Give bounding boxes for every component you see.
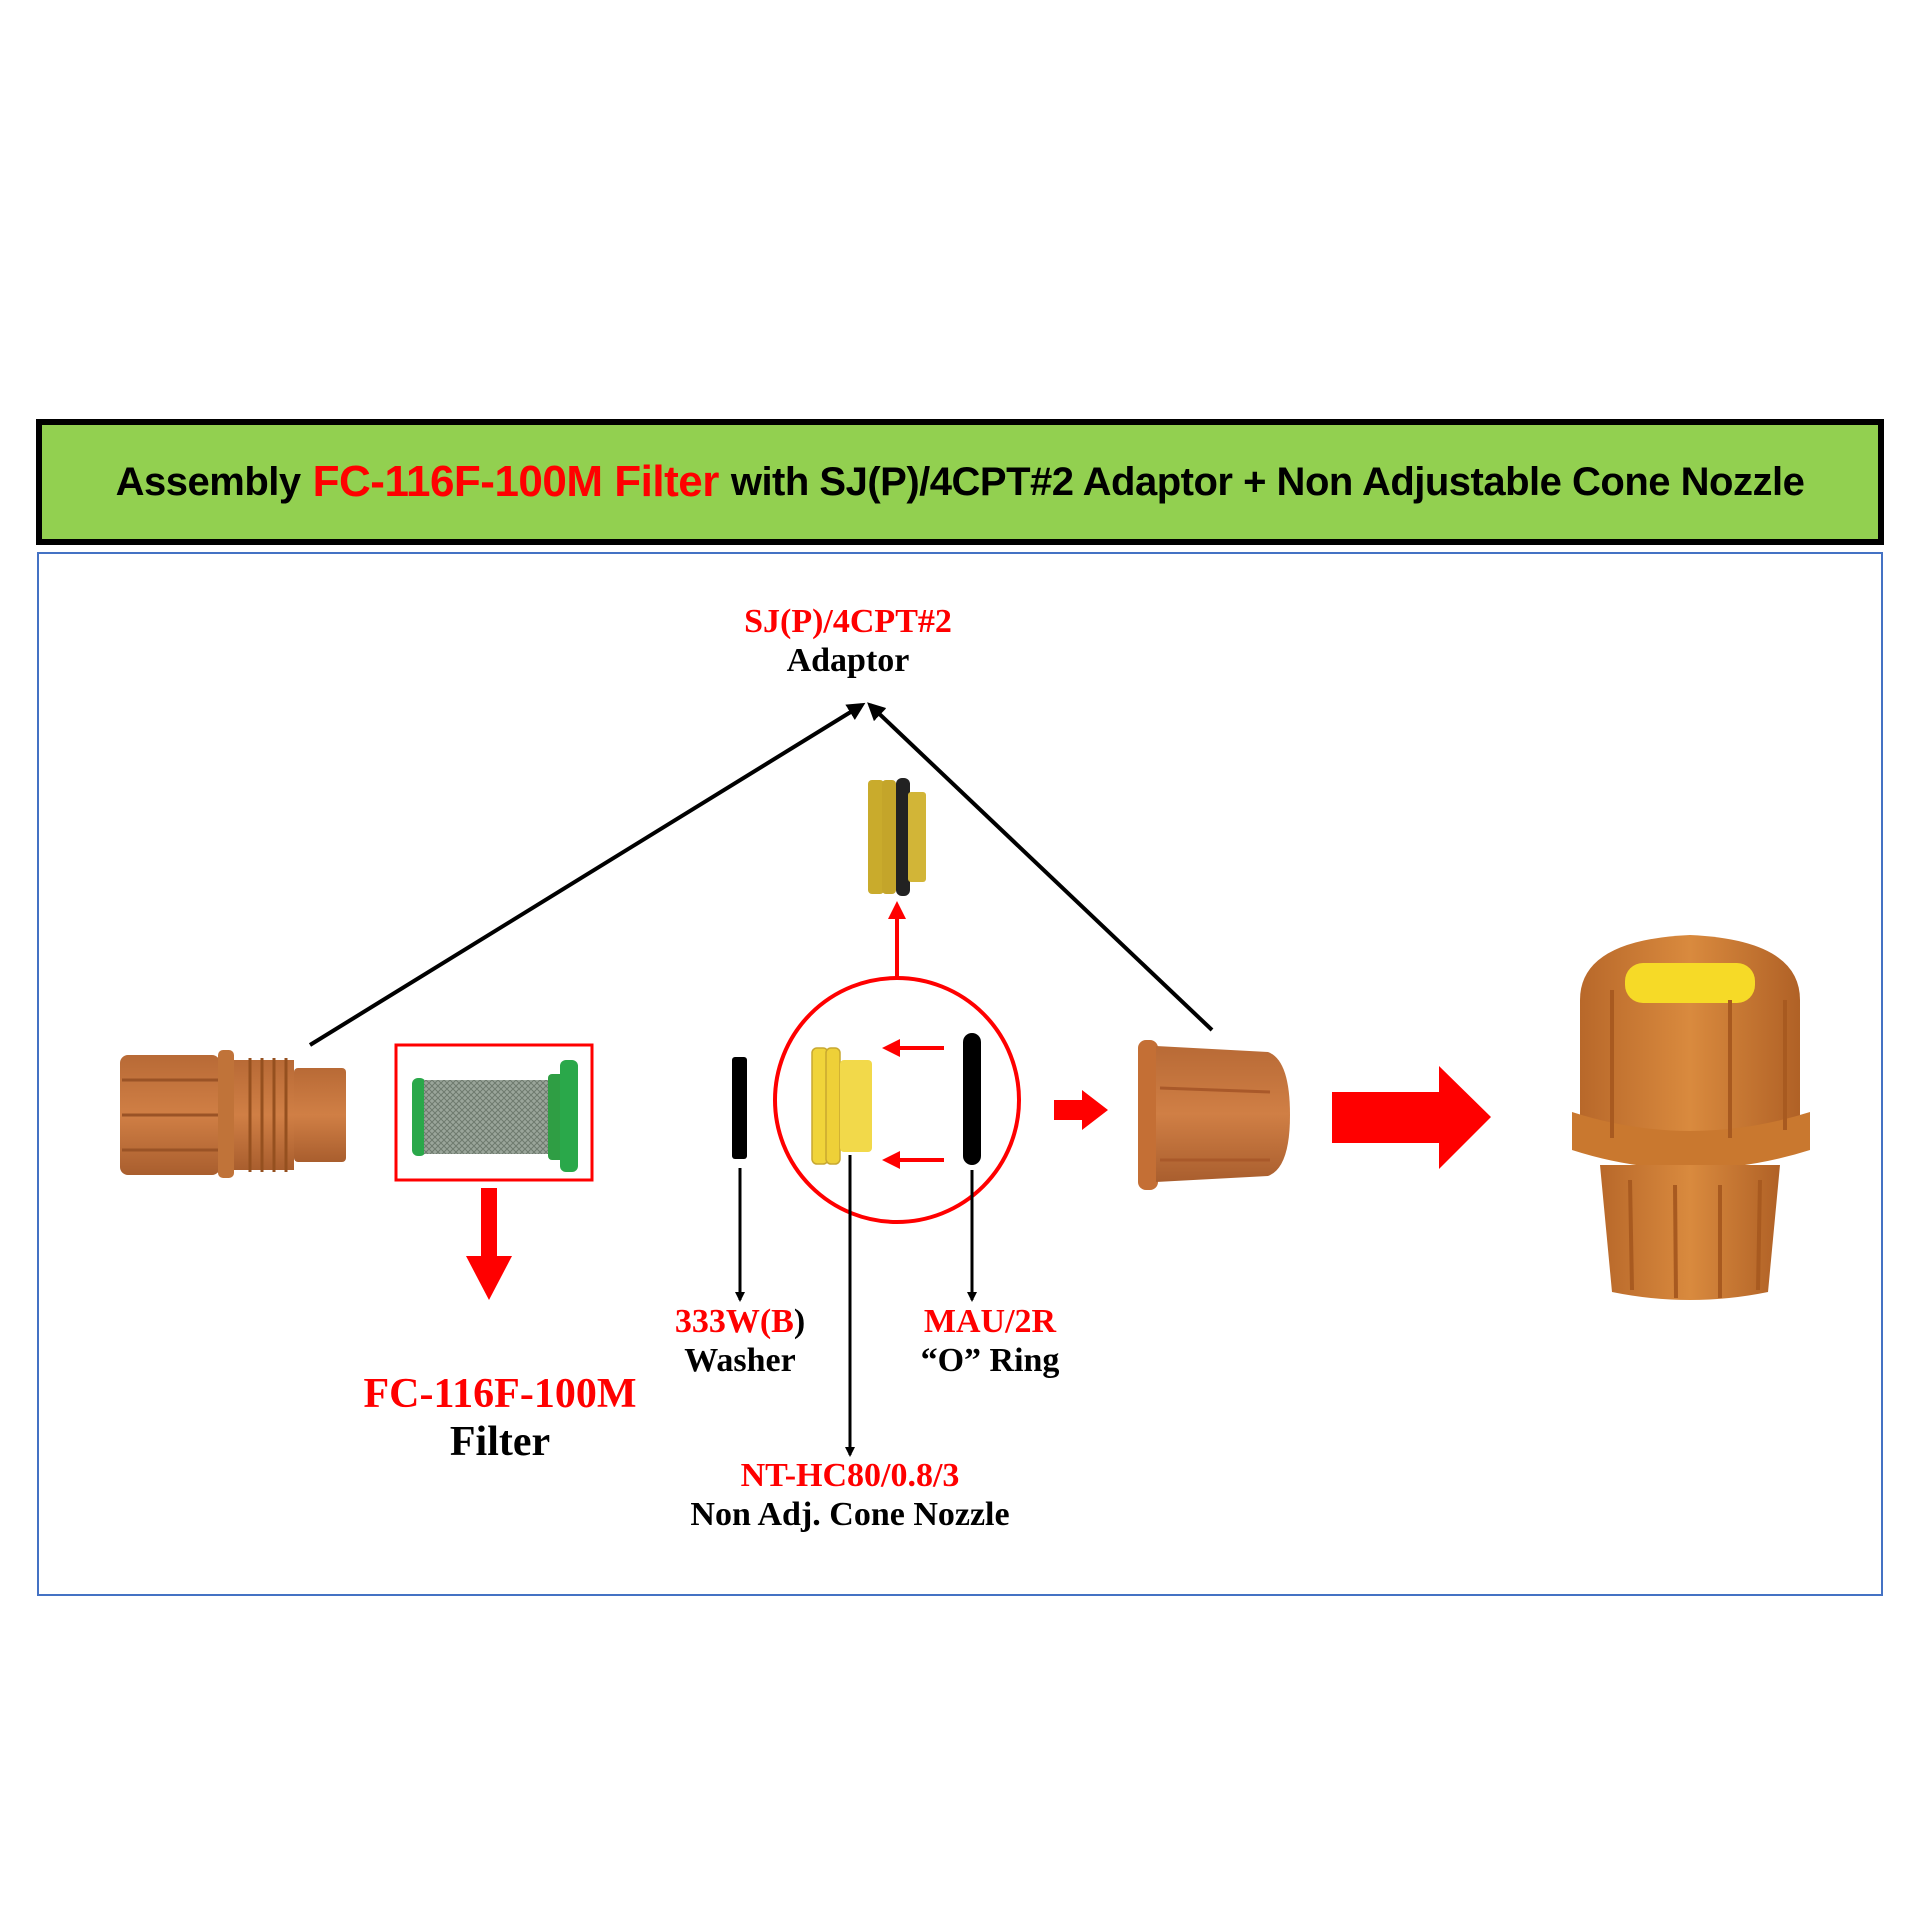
adaptor-part xyxy=(868,778,926,896)
pointer-line-right xyxy=(867,702,1214,1032)
filter-name: Filter xyxy=(449,1419,551,1466)
threaded-connector xyxy=(120,1050,346,1178)
filter-highlight-box xyxy=(394,1043,594,1182)
nozzle-name: Non Adj. Cone Nozzle xyxy=(690,1496,1010,1534)
diagram-frame xyxy=(37,552,1883,1596)
nozzle-cap-part xyxy=(1138,1040,1290,1190)
nozzle-label: NT-HC80/0.8/3 Non Adj. Cone Nozzle xyxy=(690,1456,1009,1534)
washer-code: 333W(B xyxy=(674,1303,794,1340)
washer-part xyxy=(732,1057,747,1159)
filter-code: FC-116F-100M xyxy=(363,1371,637,1417)
nozzle-code: NT-HC80/0.8/3 xyxy=(740,1457,960,1494)
adaptor-label: SJ(P)/4CPT#2 Adaptor xyxy=(744,602,952,680)
pointer-line-left xyxy=(308,702,866,1047)
title-prefix: Assembly xyxy=(115,459,301,504)
oring-code: MAU/2R xyxy=(923,1303,1057,1340)
title-banner: Assembly FC-116F-100M Filter with SJ(P)/… xyxy=(36,419,1884,545)
adaptor-code: SJ(P)/4CPT#2 xyxy=(744,603,952,640)
filter-label: FC-116F-100M Filter xyxy=(364,1370,637,1467)
washer-code-tail: ) xyxy=(793,1303,806,1340)
oring-part xyxy=(963,1033,981,1165)
adaptor-name: Adaptor xyxy=(786,642,910,680)
red-right-arrow-large xyxy=(1332,1066,1491,1169)
cone-nozzle-part xyxy=(811,1047,872,1165)
filter-mesh xyxy=(412,1060,578,1172)
red-right-arrow-small xyxy=(1054,1090,1108,1130)
title-suffix: with SJ(P)/4CPT#2 Adaptor + Non Adjustab… xyxy=(730,459,1805,504)
oring-name: “O” Ring xyxy=(920,1342,1060,1380)
assembled-nozzle xyxy=(1572,935,1810,1300)
title-highlight: FC-116F-100M Filter xyxy=(312,457,720,506)
red-down-arrow xyxy=(466,1188,512,1300)
washer-name: Washer xyxy=(684,1342,796,1380)
oring-label: MAU/2R “O” Ring xyxy=(921,1302,1060,1380)
washer-label: 333W(B) Washer xyxy=(675,1302,805,1380)
